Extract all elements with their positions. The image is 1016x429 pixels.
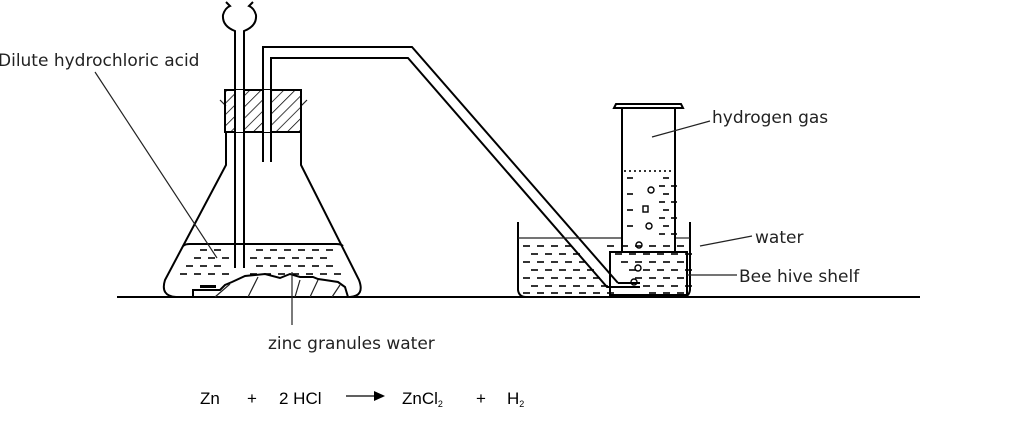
gas-bubbles [630,186,655,286]
water-trough [517,222,691,298]
eq-plus-2: + [476,389,486,408]
conical-flask [162,99,362,298]
zinc-granules [192,272,349,298]
delivery-tube [262,46,640,288]
water-leader-line [699,235,753,247]
jar-water [624,170,677,235]
beehive-shelf [609,251,688,297]
beehive-shelf-label: Bee hive shelf [739,267,860,287]
acid-label: Dilute hydrochloric acid [0,51,199,71]
eq-reactant-hcl: 2 HCl [279,389,322,408]
hydrogen-leader-line [651,120,711,138]
hydrogen-gas-label: hydrogen gas [712,108,828,128]
gas-jar [612,103,685,252]
eq-plus-1: + [247,389,257,408]
zinc-granules-label: zinc granules water [268,334,435,354]
reaction-arrow-icon [346,391,385,401]
eq-product-zncl2: ZnCl2 [402,389,443,409]
thistle-funnel [221,1,258,268]
flask-liquid [180,249,341,275]
water-label: water [755,228,803,248]
trough-water [523,245,692,294]
eq-reactant-zn: Zn [200,389,220,408]
chemical-equation: Zn + 2 HCl ZnCl2 + H2 [200,389,524,409]
eq-product-h2: H2 [507,389,524,409]
acid-leader-line [94,71,218,259]
